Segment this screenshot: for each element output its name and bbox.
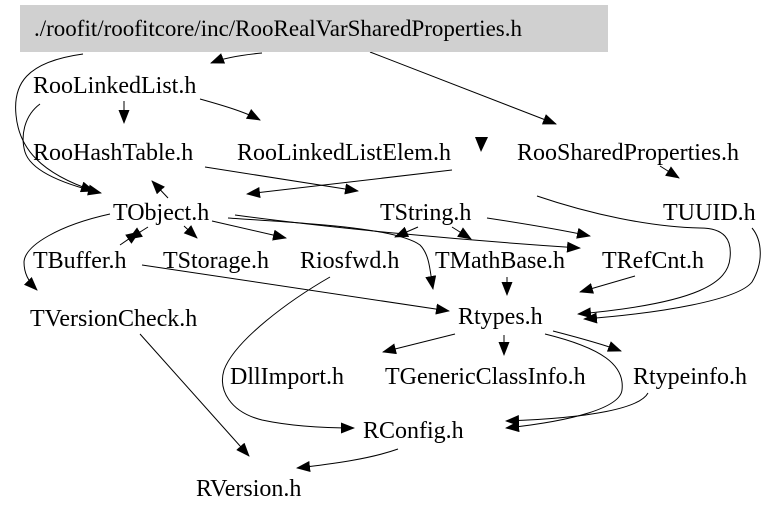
edge-tstring-riosfwd [394, 226, 419, 238]
node-tgenericclassinfo[interactable]: TGenericClassInfo.h [385, 364, 586, 390]
edge-main-roolinkedlist [210, 52, 263, 64]
node-rtypes[interactable]: Rtypes.h [458, 304, 543, 330]
edge-tobject-riosfwd [211, 220, 287, 241]
edge-riosfwd-rconfig [222, 276, 355, 434]
edge-roohashtable-tstring [204, 166, 359, 195]
edge-rtypes-rtypeinfo [552, 330, 622, 352]
edge-main-roosharedproperties [369, 51, 557, 125]
node-tversioncheck[interactable]: TVersionCheck.h [30, 306, 198, 332]
edge-tbuffer-tobject [119, 231, 140, 246]
edge-roolinkedlist-roolinkedlistelem [199, 98, 261, 121]
node-tobject[interactable]: TObject.h [113, 200, 210, 226]
node-tmathbase[interactable]: TMathBase.h [435, 248, 565, 274]
edge-rtypes-dllimport [382, 333, 456, 355]
edge-rtypeinfo-rconfig [505, 392, 649, 427]
node-rtypeinfo[interactable]: Rtypeinfo.h [633, 364, 747, 390]
edge-tstring-tmathbase [451, 226, 472, 240]
edge-roohashtable-tobject [151, 180, 169, 199]
node-roosharedproperties[interactable]: RooSharedProperties.h [517, 140, 739, 166]
edge-tobject-tstorage [183, 225, 198, 239]
edge-rtypes-rconfig [505, 333, 623, 433]
edge-trefcnt-rtypes [579, 275, 636, 294]
node-rversion[interactable]: RVersion.h [196, 476, 302, 502]
node-tstorage[interactable]: TStorage.h [163, 248, 269, 274]
edge-main-tobject [15, 53, 95, 193]
edge-tbuffer-rtypes [141, 264, 450, 315]
edge-rconfig-rversion [296, 448, 399, 472]
node-roolinkedlistelem[interactable]: RooLinkedListElem.h [237, 140, 451, 166]
edge-roolinkedlistelem-tobject [246, 169, 453, 198]
edge-tstring-rtypes [536, 195, 731, 319]
node-roohashtable[interactable]: RooHashTable.h [33, 140, 194, 166]
node-tuuid[interactable]: TUUID.h [663, 200, 756, 226]
node-riosfwd[interactable]: Riosfwd.h [300, 248, 400, 274]
node-tstring[interactable]: TString.h [380, 200, 472, 226]
edge-tversioncheck-rversion [139, 333, 250, 457]
edge-roosharedproperties-tuuid [659, 165, 680, 179]
node-tbuffer[interactable]: TBuffer.h [33, 248, 127, 274]
edge-tstring-trefcnt [486, 217, 591, 239]
edge-roolinkedlist-tobject [22, 103, 102, 196]
node-trefcnt[interactable]: TRefCnt.h [602, 248, 704, 274]
edge-main-roolinkedlistelem [475, 137, 488, 152]
edge-tobject-tversioncheck [23, 213, 111, 291]
node-main-rooRealVarSharedProperties[interactable]: ./roofit/roofitcore/inc/RooRealVarShared… [20, 5, 608, 52]
edge-tuuid-rtypes [583, 227, 761, 324]
node-rconfig[interactable]: RConfig.h [363, 418, 464, 444]
node-dllimport[interactable]: DllImport.h [230, 364, 344, 390]
node-roolinkedlist[interactable]: RooLinkedList.h [33, 73, 197, 99]
